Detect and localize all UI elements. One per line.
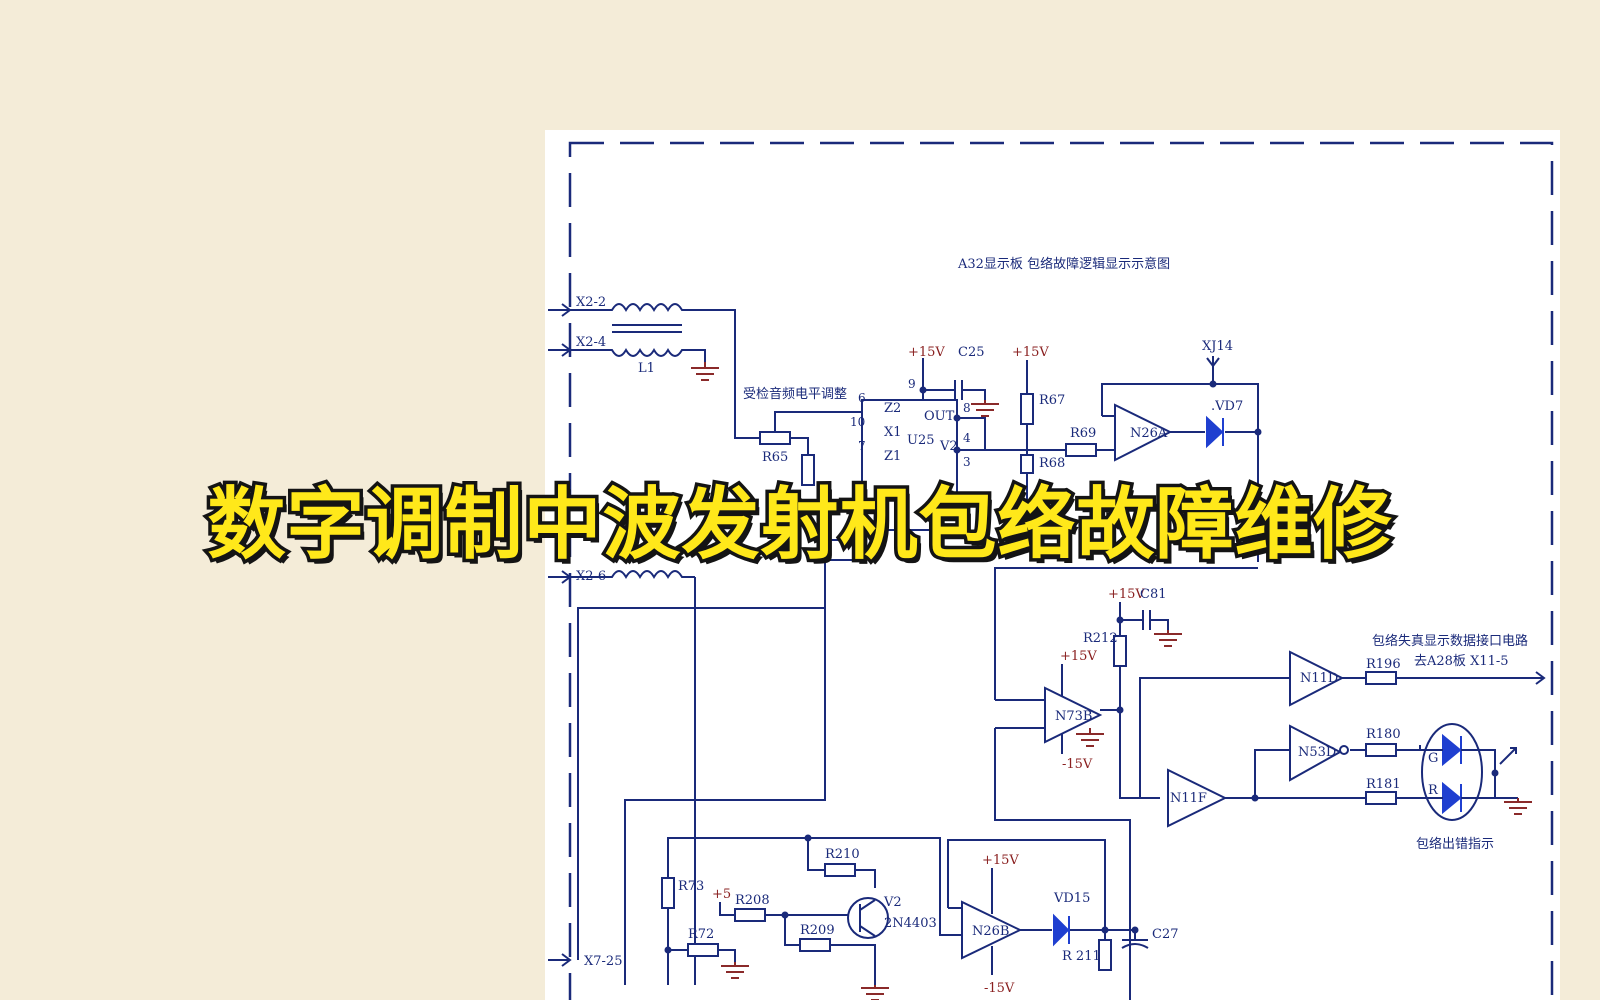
supply-pos15: +15V: [982, 853, 1019, 868]
test-point-xj14: XJ14: [1202, 339, 1233, 354]
opamp-n26b: [961, 900, 1023, 960]
n26a-label: N26A: [1130, 426, 1168, 441]
input-x7-25: X7-25: [584, 954, 622, 969]
inductor-label: L1: [638, 361, 655, 376]
resistor-r208: [734, 908, 766, 922]
u25-pin-number: 4: [963, 431, 971, 445]
transformer-l1: [570, 303, 760, 579]
gate-n11d: [1289, 650, 1345, 707]
resistor-r66: [801, 454, 815, 486]
u25-pin-number: 10: [850, 415, 865, 429]
n11d-label: N11D: [1300, 671, 1338, 686]
resistor-r212: [1113, 635, 1127, 667]
r72-label: R72: [688, 927, 714, 942]
resistor-r65: [759, 431, 791, 445]
resistor-r209: [799, 938, 831, 952]
r68-label: R68: [1039, 456, 1065, 471]
interface-destination: 去A28板 X11-5: [1414, 654, 1509, 669]
input-arrows: [548, 303, 572, 967]
multiplier-u25: [861, 399, 958, 531]
v2-label: V2: [883, 895, 902, 910]
u25-pin-number: 6: [858, 391, 866, 405]
n11f-label: N11F: [1170, 791, 1207, 806]
resistor-r73: [661, 877, 675, 909]
supply-pos5: +5: [712, 887, 731, 902]
ground-symbol: [691, 362, 719, 381]
r73-label: R73: [678, 879, 704, 894]
r211-label: R 211: [1062, 949, 1101, 964]
vd7-label: .VD7: [1211, 399, 1243, 414]
n53d-label: N53D: [1298, 745, 1336, 760]
u25-pin-number: 3: [963, 455, 971, 469]
u25-pin-number: 8: [963, 401, 971, 415]
r212-label: R212: [1083, 631, 1118, 646]
n26b-label: N26B: [972, 924, 1009, 939]
resistor-r67: [1020, 393, 1034, 425]
u25-pin-z1: Z1: [884, 449, 901, 464]
opamp-n26a: [1114, 403, 1173, 462]
level-adjust-label: 受检音频电平调整: [743, 386, 847, 402]
resistor-r181: [1365, 791, 1397, 805]
resistor-r210: [824, 863, 856, 877]
resistor-r69: [1065, 443, 1097, 457]
input-x2-4: X2-4: [576, 335, 606, 350]
r210-label: R210: [825, 847, 860, 862]
bicolor-led: [1421, 723, 1483, 821]
diode-vd7: [1206, 415, 1224, 449]
schematic-sheet: A32显示板 包络故障逻辑显示示意图 X2-2 X2-4 X2-6 X7-25 …: [545, 130, 1560, 1000]
r69-label: R69: [1070, 426, 1096, 441]
led-label-g: G: [1428, 751, 1438, 766]
resistor-r211: [1098, 939, 1112, 971]
input-x2-2: X2-2: [576, 295, 606, 310]
gate-n53d: [1289, 724, 1343, 782]
gate-n11f: [1167, 768, 1228, 828]
r208-label: R208: [735, 893, 770, 908]
indicator-label: 包络出错指示: [1416, 836, 1494, 852]
c25-label: C25: [958, 345, 985, 360]
resistor-r180: [1365, 743, 1397, 757]
led-label-r: R: [1428, 783, 1439, 798]
r196-label: R196: [1366, 657, 1401, 672]
r209-label: R209: [800, 923, 835, 938]
u25-pin-number: 7: [858, 439, 866, 453]
u25-pin-z2: Z2: [884, 401, 901, 416]
c81-label: C81: [1140, 587, 1167, 602]
video-title-overlay: 数字调制中波发射机包络故障维修: [204, 477, 1395, 574]
r180-label: R180: [1366, 727, 1401, 742]
supply-pos15: +15V: [1060, 649, 1097, 664]
u25-pin-number: 9: [908, 377, 916, 391]
resistor-r68: [1020, 454, 1034, 474]
interface-label: 包络失真显示数据接口电路: [1372, 633, 1528, 649]
transistor-model: 2N4403: [884, 916, 937, 931]
supply-pos15: +15V: [1012, 345, 1049, 360]
vd15-label: VD15: [1053, 891, 1090, 906]
c27-label: C27: [1152, 927, 1179, 942]
supply-pos15: +15V: [1108, 587, 1145, 602]
u25-label: U25: [907, 433, 935, 448]
r67-label: R67: [1039, 393, 1065, 408]
transistor-v2: [847, 897, 889, 939]
r65-label: R65: [762, 450, 788, 465]
supply-neg15: -15V: [1062, 757, 1093, 772]
diagram-caption: A32显示板 包络故障逻辑显示示意图: [957, 256, 1170, 272]
u25-pin-v2: V2: [939, 439, 958, 454]
schematic-diagram: A32显示板 包络故障逻辑显示示意图 X2-2 X2-4 X2-6 X7-25 …: [548, 141, 1554, 1000]
resistor-r196: [1365, 671, 1397, 685]
u25-pin-out: OUT: [924, 409, 955, 424]
r181-label: R181: [1366, 777, 1401, 792]
border-frame: [568, 141, 1554, 1000]
u25-pin-x1: X1: [884, 425, 902, 440]
n73b-label: N73B: [1055, 709, 1092, 724]
resistor-r72: [687, 943, 719, 957]
diode-vd15: [1053, 913, 1070, 947]
supply-pos15: +15V: [908, 345, 945, 360]
opamp-n73b: [1044, 686, 1103, 744]
supply-neg15: -15V: [984, 981, 1015, 996]
